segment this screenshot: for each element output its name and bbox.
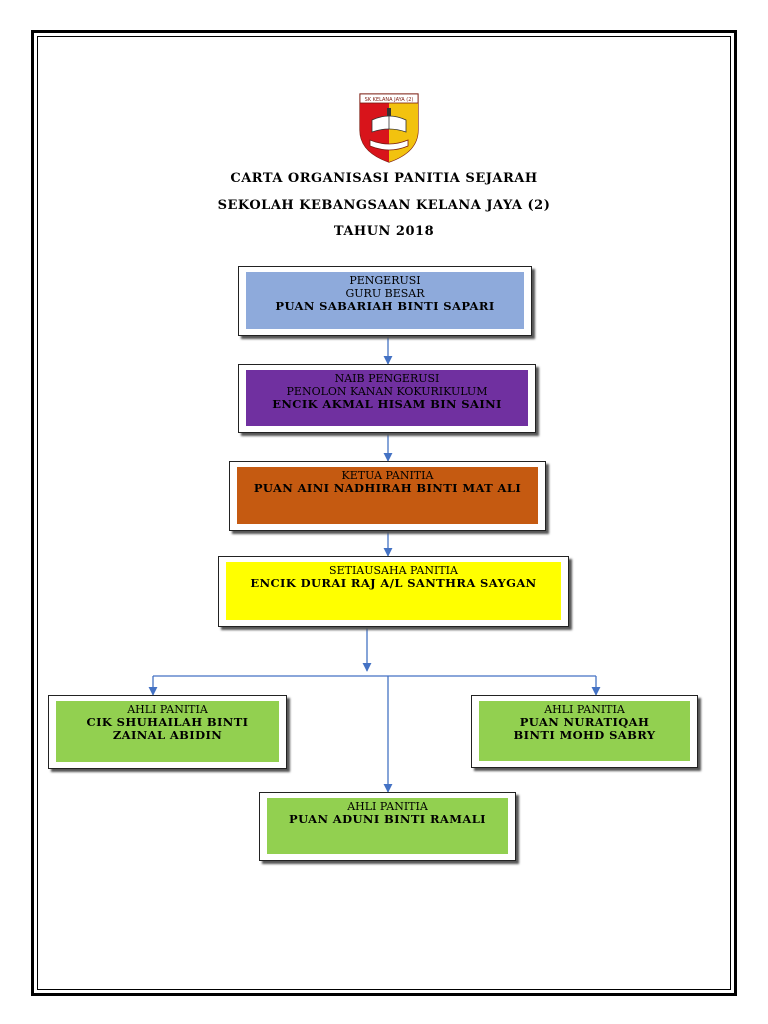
node-fill: NAIB PENGERUSI PENOLON KANAN KOKURIKULUM…: [246, 370, 528, 426]
role-label: AHLI PANITIA: [544, 703, 625, 716]
member-name: PUAN ADUNI BINTI RAMALI: [289, 812, 486, 826]
node-fill: AHLI PANITIA PUAN NURATIQAH BINTI MOHD S…: [479, 701, 690, 761]
member-name: PUAN NURATIQAH BINTI MOHD SABRY: [513, 715, 656, 742]
node-fill: SETIAUSAHA PANITIA ENCIK DURAI RAJ A/L S…: [226, 562, 561, 620]
role-label: PENGERUSI: [349, 274, 421, 287]
page-border-outer: [31, 30, 737, 996]
role-label: PENOLON KANAN KOKURIKULUM: [286, 385, 488, 398]
crest-banner-text: SK KELANA JAYA (2): [365, 97, 414, 103]
member-name: CIK SHUHAILAH BINTI ZAINAL ABIDIN: [86, 715, 249, 742]
node-naib-pengerusi: NAIB PENGERUSI PENOLON KANAN KOKURIKULUM…: [238, 364, 536, 433]
node-fill: KETUA PANITIA PUAN AINI NADHIRAH BINTI M…: [237, 467, 538, 524]
role-label: NAIB PENGERUSI: [334, 372, 440, 385]
member-name: PUAN AINI NADHIRAH BINTI MAT ALI: [253, 481, 522, 495]
page-border-inner: [37, 36, 731, 990]
role-label: GURU BESAR: [345, 287, 425, 300]
role-label: AHLI PANITIA: [347, 800, 428, 813]
node-ahli-panitia-right: AHLI PANITIA PUAN NURATIQAH BINTI MOHD S…: [471, 695, 698, 768]
node-pengerusi: PENGERUSI GURU BESAR PUAN SABARIAH BINTI…: [238, 266, 532, 336]
node-ahli-panitia-left: AHLI PANITIA CIK SHUHAILAH BINTI ZAINAL …: [48, 695, 287, 769]
school-crest-logo: SK KELANA JAYA (2): [359, 93, 419, 163]
role-label: KETUA PANITIA: [341, 469, 434, 482]
node-fill: PENGERUSI GURU BESAR PUAN SABARIAH BINTI…: [246, 272, 524, 329]
school-name: SEKOLAH KEBANGSAAN KELANA JAYA (2): [217, 198, 551, 213]
node-ahli-panitia-center: AHLI PANITIA PUAN ADUNI BINTI RAMALI: [259, 792, 516, 861]
chart-title: CARTA ORGANISASI PANITIA SEJARAH: [230, 171, 538, 186]
role-label: SETIAUSAHA PANITIA: [329, 564, 458, 577]
year-label: TAHUN 2018: [333, 224, 435, 239]
role-label: AHLI PANITIA: [127, 703, 208, 716]
member-name: ENCIK DURAI RAJ A/L SANTHRA SAYGAN: [250, 576, 537, 590]
node-setiausaha-panitia: SETIAUSAHA PANITIA ENCIK DURAI RAJ A/L S…: [218, 556, 569, 627]
node-fill: AHLI PANITIA CIK SHUHAILAH BINTI ZAINAL …: [56, 701, 279, 762]
member-name: PUAN SABARIAH BINTI SAPARI: [275, 299, 495, 313]
node-ketua-panitia: KETUA PANITIA PUAN AINI NADHIRAH BINTI M…: [229, 461, 546, 531]
member-name: ENCIK AKMAL HISAM BIN SAINI: [272, 397, 502, 411]
node-fill: AHLI PANITIA PUAN ADUNI BINTI RAMALI: [267, 798, 508, 854]
